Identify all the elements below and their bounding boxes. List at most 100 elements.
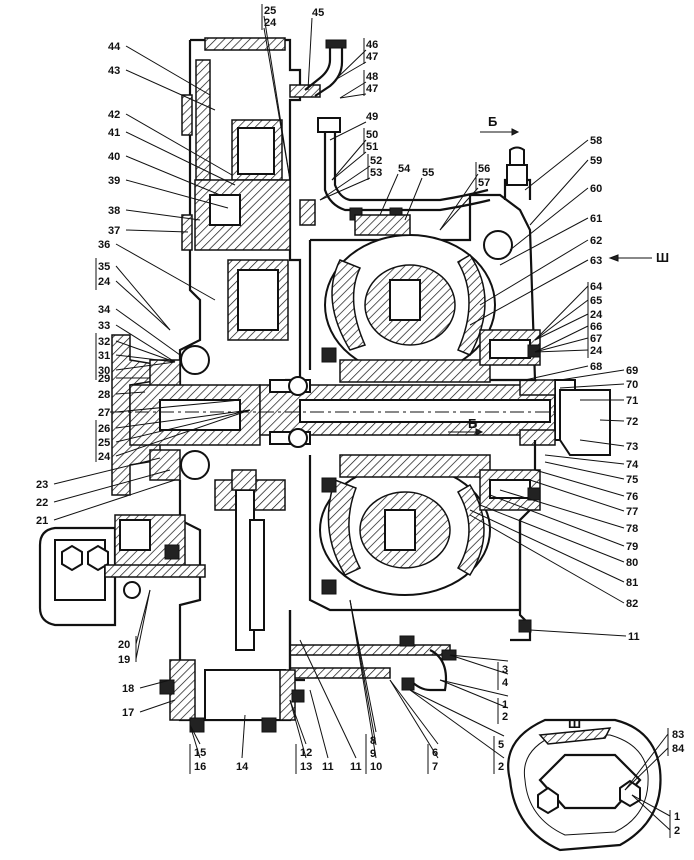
callout-bottom-15: 4 [502, 677, 509, 689]
callout-right-4: 62 [590, 235, 602, 247]
leader-line [631, 794, 671, 817]
leader-line [263, 27, 291, 181]
callout-right-10: 67 [590, 333, 602, 345]
leader-line [339, 81, 367, 99]
leader-line [599, 419, 625, 422]
leader-line [404, 177, 423, 221]
leader-line [125, 113, 233, 176]
callout-top-12: 54 [398, 163, 411, 175]
callout-left-26: 19 [118, 654, 130, 666]
callout-right-14: 70 [626, 379, 638, 391]
leader-line [53, 457, 161, 485]
callout-left-27: 18 [122, 683, 134, 695]
leader-line [529, 629, 627, 637]
callout-top-15: 57 [478, 177, 490, 189]
leader-line [139, 679, 171, 689]
callout-bottom-2: 14 [236, 761, 249, 773]
leader-line [439, 187, 479, 231]
lower-gearbox [159, 469, 305, 733]
view-label-sh-detail: Ш [568, 716, 581, 731]
leader-line [469, 259, 589, 326]
leader-line [115, 308, 181, 356]
leader-line [289, 699, 307, 745]
torque-converter [308, 193, 537, 612]
callout-left-11: 34 [98, 304, 111, 316]
leader-line [624, 747, 669, 791]
callout-right-16: 72 [626, 416, 638, 428]
right-housing [479, 146, 541, 642]
leader-line [559, 369, 625, 381]
callout-right-18: 74 [626, 459, 639, 471]
callout-bottom-5: 11 [322, 761, 334, 773]
callout-right-17: 73 [626, 441, 638, 453]
callout-left-9: 35 [98, 261, 110, 273]
leader-line [115, 409, 251, 443]
callout-left-5: 39 [108, 175, 120, 187]
callout-detail-0: 83 [672, 729, 684, 741]
callout-right-22: 78 [626, 523, 638, 535]
callout-bottom-3: 12 [300, 747, 312, 759]
callout-left-20: 25 [98, 437, 110, 449]
callout-top-5: 48 [366, 71, 378, 83]
leader-line [307, 17, 313, 91]
leader-line [189, 724, 201, 745]
leader-line [125, 229, 189, 233]
leader-line [439, 679, 509, 709]
leader-line [125, 69, 216, 111]
leader-line [125, 155, 221, 196]
leader-line [189, 724, 201, 759]
callout-right-26: 82 [626, 598, 638, 610]
callout-bottom-1: 16 [194, 761, 206, 773]
callout-top-10: 52 [370, 155, 382, 167]
callout-left-4: 40 [108, 151, 120, 163]
callout-right-9: 66 [590, 321, 602, 333]
leader-line [529, 159, 589, 226]
leader-line [534, 349, 589, 353]
leader-line [115, 391, 146, 395]
main-shaft [110, 376, 611, 456]
callout-right-19: 75 [626, 474, 638, 486]
leader-line [534, 337, 589, 353]
callout-top-7: 49 [366, 111, 378, 123]
callout-bottom-13: 2 [498, 761, 504, 773]
callout-right-23: 79 [626, 541, 638, 553]
leader-line [334, 61, 367, 81]
callout-bottom-6: 11 [350, 761, 362, 773]
leader-line [534, 285, 589, 341]
callout-top-0: 25 [264, 5, 276, 17]
callout-left-8: 36 [98, 239, 110, 251]
callout-right-1: 59 [590, 155, 602, 167]
leader-line [439, 679, 509, 697]
callout-top-8: 50 [366, 129, 378, 141]
leader-line [53, 469, 171, 503]
leader-line [319, 165, 371, 201]
callout-top-1: 24 [264, 17, 277, 29]
leader-line [544, 454, 625, 465]
callout-right-6: 64 [590, 281, 603, 293]
callout-right-8: 24 [590, 309, 603, 321]
callout-detail-2: 1 [674, 811, 680, 823]
callout-detail-1: 84 [672, 743, 685, 755]
leader-line [115, 265, 171, 331]
leader-line [559, 383, 625, 389]
callout-top-2: 45 [312, 7, 324, 19]
leader-line [125, 179, 229, 209]
leader-line [489, 494, 625, 547]
leader-line [379, 173, 399, 216]
callout-left-0: 44 [108, 41, 121, 53]
leader-line [499, 489, 625, 529]
callout-left-17: 28 [98, 389, 110, 401]
leader-line [53, 479, 176, 521]
callout-right-7: 65 [590, 295, 602, 307]
leader-line [544, 461, 625, 480]
view-label-b-mid: Б [468, 416, 477, 431]
callout-bottom-14: 3 [502, 664, 508, 676]
leader-line [349, 599, 377, 759]
callout-top-13: 55 [422, 167, 434, 179]
leader-line [479, 504, 625, 563]
callout-top-11: 53 [370, 167, 382, 179]
leader-line [319, 177, 371, 201]
callout-right-20: 76 [626, 491, 638, 503]
leader-line [289, 699, 307, 759]
